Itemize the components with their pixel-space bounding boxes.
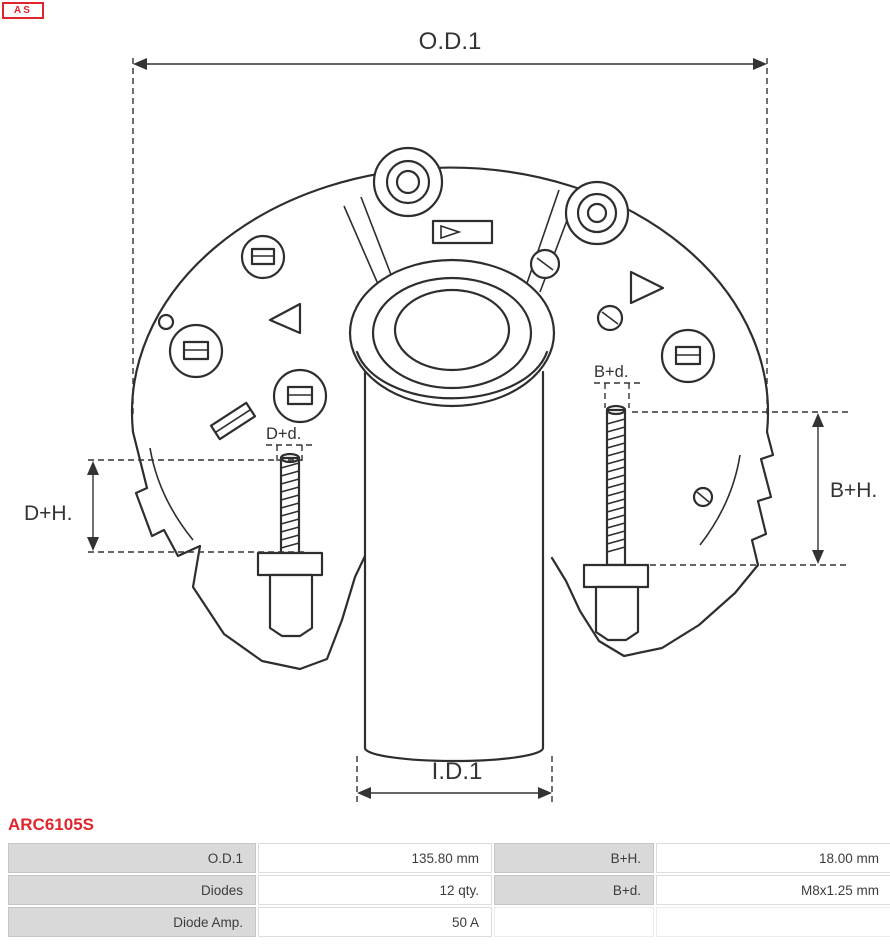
dh-dimension-label: D+H. [24,502,72,525]
segment-split-left [343,196,396,292]
left-stud-block [268,573,314,638]
rectifier-technical-drawing: O.D.1 I.D.1 D+H. B+H. [24,28,877,802]
table-row: Diodes 12 qty. B+d. M8x1.25 mm [8,875,890,905]
spec-label: Diode Amp. [8,907,256,937]
right-stud [582,404,650,642]
spec-value: 50 A [258,907,492,937]
spec-value [656,907,890,937]
dd-dimension-label: D+d. [266,425,301,443]
dimension-dd: D+d. [266,425,313,462]
left-stud-threads [280,462,300,549]
spec-value: M8x1.25 mm [656,875,890,905]
terminal-slot-left [209,401,257,441]
outer-body-arc [130,166,770,434]
diode-2 [168,323,224,379]
dimension-dh: D+H. [24,459,306,553]
center-collar [348,258,556,408]
center-tube [363,370,545,763]
spec-label: O.D.1 [8,843,256,873]
vent-hole-right-2 [596,304,624,332]
mounting-bushing-left [372,146,444,218]
table-row: Diode Amp. 50 A [8,907,890,937]
spec-value: 135.80 mm [258,843,492,873]
spec-label [494,907,654,937]
left-stud-flange [256,551,324,577]
left-skirt-outline [131,430,367,671]
pointer-mark-left [268,302,302,335]
part-number: ARC6105S [8,815,94,834]
spec-value: 18.00 mm [656,843,890,873]
right-stud-block [594,585,640,642]
pilot-hole-small [157,313,175,331]
od1-dimension-label: O.D.1 [419,28,482,55]
bh-dimension-label: B+H. [830,479,877,502]
spec-label: B+H. [494,843,654,873]
dimension-od1: O.D.1 [132,28,768,415]
left-stud [256,452,324,638]
diode-3 [272,368,328,424]
diode-4 [660,328,716,384]
right-skirt-outline [550,430,775,658]
spec-table: O.D.1 135.80 mm B+H. 18.00 mm Diodes 12 … [6,841,890,939]
table-row: O.D.1 135.80 mm B+H. 18.00 mm [8,843,890,873]
right-stud-threads [606,418,626,553]
left-inner-rim-arc [149,447,194,541]
as-logo: AS [2,2,44,19]
vent-hole-right-3 [692,486,714,508]
face-details [157,146,716,508]
diode-1 [240,234,286,280]
terminal-slot-top [431,219,494,245]
spec-value: 12 qty. [258,875,492,905]
id1-dimension-label: I.D.1 [432,758,483,785]
vent-hole-right-1 [529,248,561,280]
right-stud-flange [582,563,650,589]
dimension-bd: B+d. [594,363,641,408]
bd-dimension-label: B+d. [594,363,628,381]
rectifier-body [130,166,775,671]
pointer-mark-right [629,270,665,305]
dimension-id1: I.D.1 [356,756,553,802]
dimension-bh: B+H. [632,411,877,566]
right-inner-rim-arc [699,454,741,546]
spec-label: B+d. [494,875,654,905]
spec-label: Diodes [8,875,256,905]
mounting-bushing-right [564,180,630,246]
